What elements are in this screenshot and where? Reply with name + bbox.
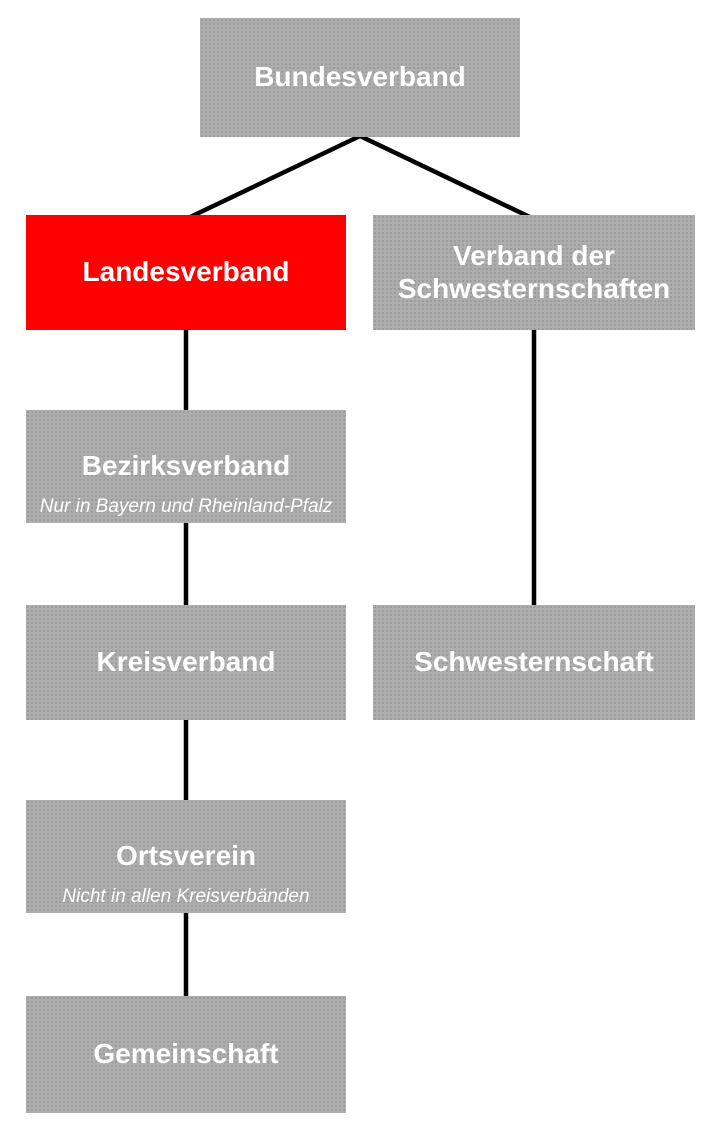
node-bezirksverband: Bezirksverband Nur in Bayern und Rheinla… [26,410,346,523]
node-label: Gemeinschaft [93,1038,279,1070]
node-label: Bezirksverband [81,450,291,482]
node-note: Nur in Bayern und Rheinland-Pfalz [39,496,333,518]
node-verband-der-schwesternschaften: Verband der Schwesternschaften [373,215,695,330]
node-schwesternschaft: Schwesternschaft [373,605,695,720]
node-label: Ortsverein [115,840,257,872]
node-kreisverband: Kreisverband [26,605,346,720]
edge-bundesverband-landesverband [185,133,361,222]
edge-bundesverband-verband [359,133,535,222]
node-label: Schwesternschaft [414,646,654,678]
node-bundesverband: Bundesverband [200,18,520,137]
node-landesverband: Landesverband [26,215,346,330]
node-label: Kreisverband [96,646,276,678]
node-label: Verband der Schwesternschaften [397,240,671,304]
node-ortsverein: Ortsverein Nicht in allen Kreisverbänden [26,800,346,913]
node-label: Landesverband [82,256,290,288]
node-note: Nicht in allen Kreisverbänden [62,886,310,908]
node-gemeinschaft: Gemeinschaft [26,996,346,1113]
node-label: Bundesverband [254,61,466,93]
